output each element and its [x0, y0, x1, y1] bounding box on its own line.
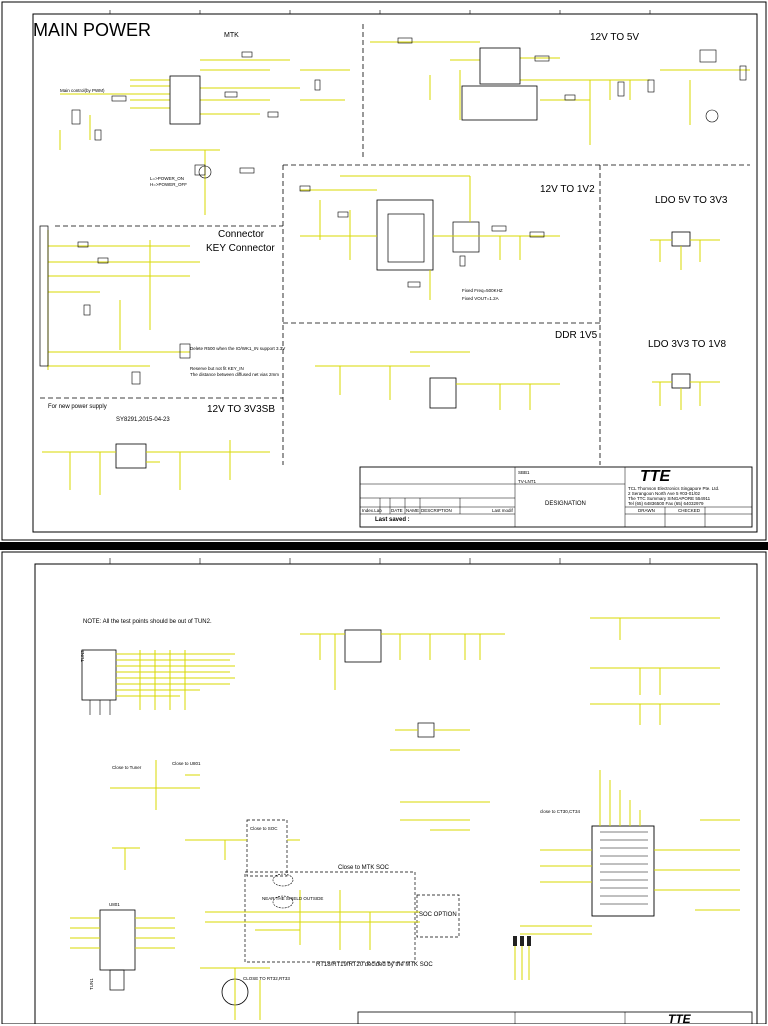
company-team: The TTC Summary SINGAPORE 554911 — [628, 496, 711, 501]
board-name: SBB1 — [518, 470, 530, 475]
schematic-sheet-main-power: MAIN POWER MTK 12V TO 5V 12V TO 1V2 LDO … — [0, 0, 768, 542]
designation-label: DESIGNATION — [545, 501, 586, 507]
section-ldo-5v-3v3-label: LDO 5V TO 3V3 — [655, 195, 728, 206]
section-12v-to-3v3sb-label: 12V TO 3V3SB — [207, 404, 276, 415]
section-12v-to-5v-label: 12V TO 5V — [590, 32, 640, 43]
revision-note: SY8291,2015-04-23 — [116, 417, 170, 423]
u801-label: U801 — [109, 902, 120, 907]
close-u801-note: Close to U801 — [172, 761, 201, 766]
section-key-connector-label: KEY Connector — [206, 243, 275, 254]
tun1-label: TUN1 — [89, 978, 94, 990]
sheet-separator — [0, 542, 768, 550]
schematic-sheet-tuner: NOTE: All the test points should be out … — [0, 550, 768, 1026]
close-soc-note: Close to SOC — [250, 826, 278, 831]
fixed-vout-note: Fixed VOUT=1.2A — [462, 296, 499, 301]
reserve-note: Reserve but not fit KEY_IN — [190, 366, 244, 371]
drawn-label: DRAWN — [638, 508, 655, 513]
new-power-note: For new power supply — [48, 404, 107, 410]
tun2-label: TUN2 — [80, 650, 85, 662]
col-date: DATE — [391, 508, 403, 513]
section-mtk-label: MTK — [224, 32, 239, 39]
sheet-title: MAIN POWER — [33, 20, 152, 40]
col-name: NAME — [406, 508, 420, 513]
company-address: 2 Serangoon North Ave 5 #03-01/02 — [628, 491, 700, 496]
col-last-modif: Last modif — [492, 508, 513, 513]
company-tel: Tel (65) 64836500 Fax (65) 64032979 — [628, 501, 704, 506]
col-index: Index.Lab — [362, 508, 382, 513]
close-ct-note: close to CT30,CT34 — [540, 809, 581, 814]
backlight-note: Main control(by PWM) — [60, 88, 105, 93]
sheet1-drawing — [1, 1, 767, 541]
close-rt-note: CLOSE TO RT32,RT33 — [243, 976, 290, 981]
section-12v-to-1v2-label: 12V TO 1V2 — [540, 184, 595, 195]
model-name: TV-LNT1 — [518, 479, 537, 484]
power-on-note: L=>POWER_ON — [150, 176, 185, 181]
company-logo-sheet2: TTE — [668, 1012, 691, 1026]
rt-decided-note: RT18/RT19/RT20 decided by the MTK SOC — [316, 962, 433, 968]
power-off-note: H=>POWER_OFF — [150, 182, 188, 187]
last-saved-label: Last saved : — [375, 517, 410, 523]
fixed-freq-note: Fixed Freq=500KHZ — [462, 288, 503, 293]
company-name: TCL Thomson Electronics Singapore Pte. L… — [628, 486, 720, 491]
shield-note: NEAR THE SHIELD OUTSIDE — [262, 896, 324, 901]
sheet2-drawing — [1, 551, 767, 1024]
distance-note: The distance between diffused net vias 2… — [190, 372, 279, 377]
close-mtk-soc-note: Close to MTK SOC — [338, 865, 390, 871]
test-points-note: NOTE: All the test points should be out … — [83, 619, 212, 625]
company-logo: TTE — [640, 468, 671, 485]
delete-note: Delete R500 when the IO/WK1_IN support 3… — [190, 346, 286, 351]
section-connector-label: Connector — [218, 229, 265, 240]
checked-label: CHECKED — [678, 508, 701, 513]
col-description: DESCRIPTION — [421, 508, 452, 513]
section-ddr-label: DDR 1V5 — [555, 330, 598, 341]
section-ldo-3v3-1v8-label: LDO 3V3 TO 1V8 — [648, 339, 727, 350]
soc-option-label: SOC OPTION — [419, 912, 457, 918]
close-tuner-note: Close to Tuner — [112, 765, 142, 770]
